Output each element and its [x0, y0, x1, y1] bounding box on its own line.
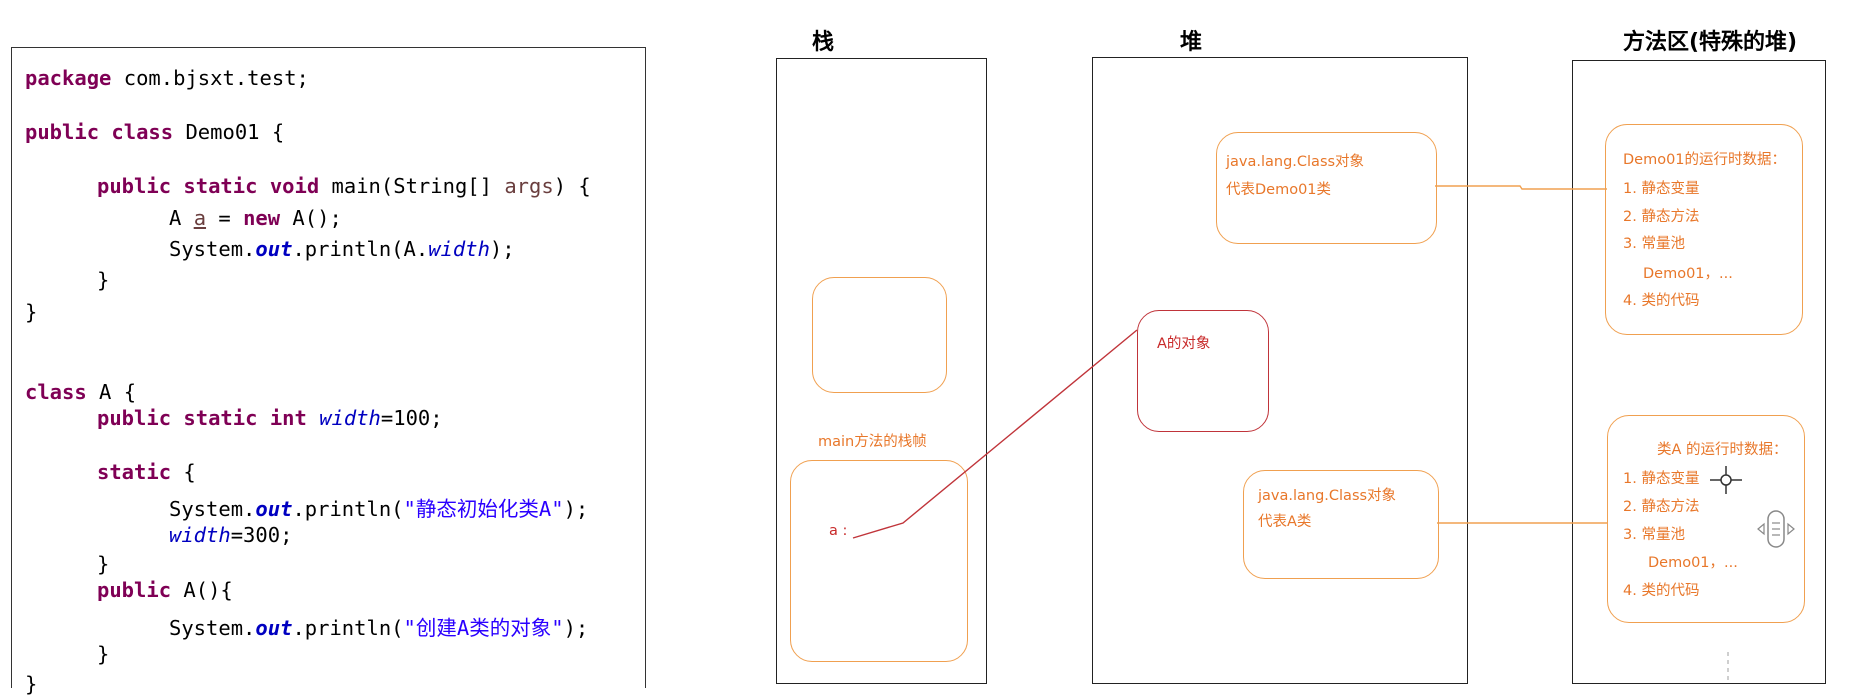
crosshair-cursor-icon: [1710, 466, 1742, 494]
code-line-main-method: public static void main(String[] args) {: [97, 174, 591, 198]
heap-title: 堆: [1180, 30, 1203, 55]
class-a-runtime-title: 类A 的运行时数据：: [1657, 442, 1788, 458]
code-line-close-demo01: }: [25, 300, 38, 324]
demo01-runtime-data: [1605, 124, 1803, 335]
class-object-demo01: [1216, 132, 1437, 244]
class-a-item-4: 4. 类的代码: [1623, 583, 1700, 599]
stack-frame-empty: [812, 277, 947, 393]
code-line-close-static: }: [97, 552, 110, 576]
class-object-demo01-line1: java.lang.Class对象: [1226, 154, 1365, 170]
main-frame-label: main方法的栈帧: [818, 434, 927, 450]
demo01-item-3: 3. 常量池: [1623, 236, 1685, 252]
class-a-item-2: 2. 静态方法: [1623, 499, 1700, 515]
method-area-title: 方法区(特殊的堆): [1623, 30, 1798, 55]
code-line-print-static-init: System.out.println("静态初始化类A");: [169, 497, 589, 521]
reference-a-to-object-line: [852, 329, 1138, 539]
demo01-item-4: 4. 类的代码: [1623, 293, 1700, 309]
a-object: [1137, 310, 1269, 432]
class-object-a: [1243, 470, 1439, 579]
code-line-new-a: A a = new A();: [169, 206, 342, 230]
code-line-static-width: public static int width=100;: [97, 406, 443, 430]
code-line-close-constructor: }: [97, 642, 110, 666]
code-line-package: package com.bjsxt.test;: [25, 66, 309, 90]
class-object-demo01-line2: 代表Demo01类: [1226, 182, 1332, 198]
class-object-a-line1: java.lang.Class对象: [1258, 488, 1397, 504]
code-line-class-demo01: public class Demo01 {: [25, 120, 285, 144]
demo01-class-link-line: [1435, 185, 1607, 190]
variable-a-label: a :: [829, 523, 848, 539]
code-line-static-block: static {: [97, 460, 196, 484]
scroll-handle-icon[interactable]: [1754, 507, 1798, 551]
code-line-width-300: width=300;: [169, 523, 293, 547]
code-line-class-a: class A {: [25, 380, 137, 404]
class-a-item-3: 3. 常量池: [1623, 527, 1685, 543]
class-a-item-1: 1. 静态变量: [1623, 471, 1700, 487]
class-a-item-3-detail: Demo01，...: [1648, 555, 1738, 571]
stack-title: 栈: [812, 30, 835, 55]
demo01-runtime-title: Demo01的运行时数据：: [1623, 152, 1787, 168]
code-line-print-create: System.out.println("创建A类的对象");: [169, 616, 589, 640]
demo01-item-2: 2. 静态方法: [1623, 209, 1700, 225]
code-line-close-main: }: [97, 268, 110, 292]
code-line-constructor: public A(){: [97, 578, 233, 602]
code-line-print-width: System.out.println(A.width);: [169, 237, 515, 261]
a-object-label: A的对象: [1157, 336, 1211, 352]
demo01-item-3-detail: Demo01，...: [1643, 266, 1733, 282]
code-editor-panel: package com.bjsxt.test; public class Dem…: [11, 47, 646, 696]
demo01-item-1: 1. 静态变量: [1623, 181, 1700, 197]
class-object-a-line2: 代表A类: [1258, 514, 1312, 530]
